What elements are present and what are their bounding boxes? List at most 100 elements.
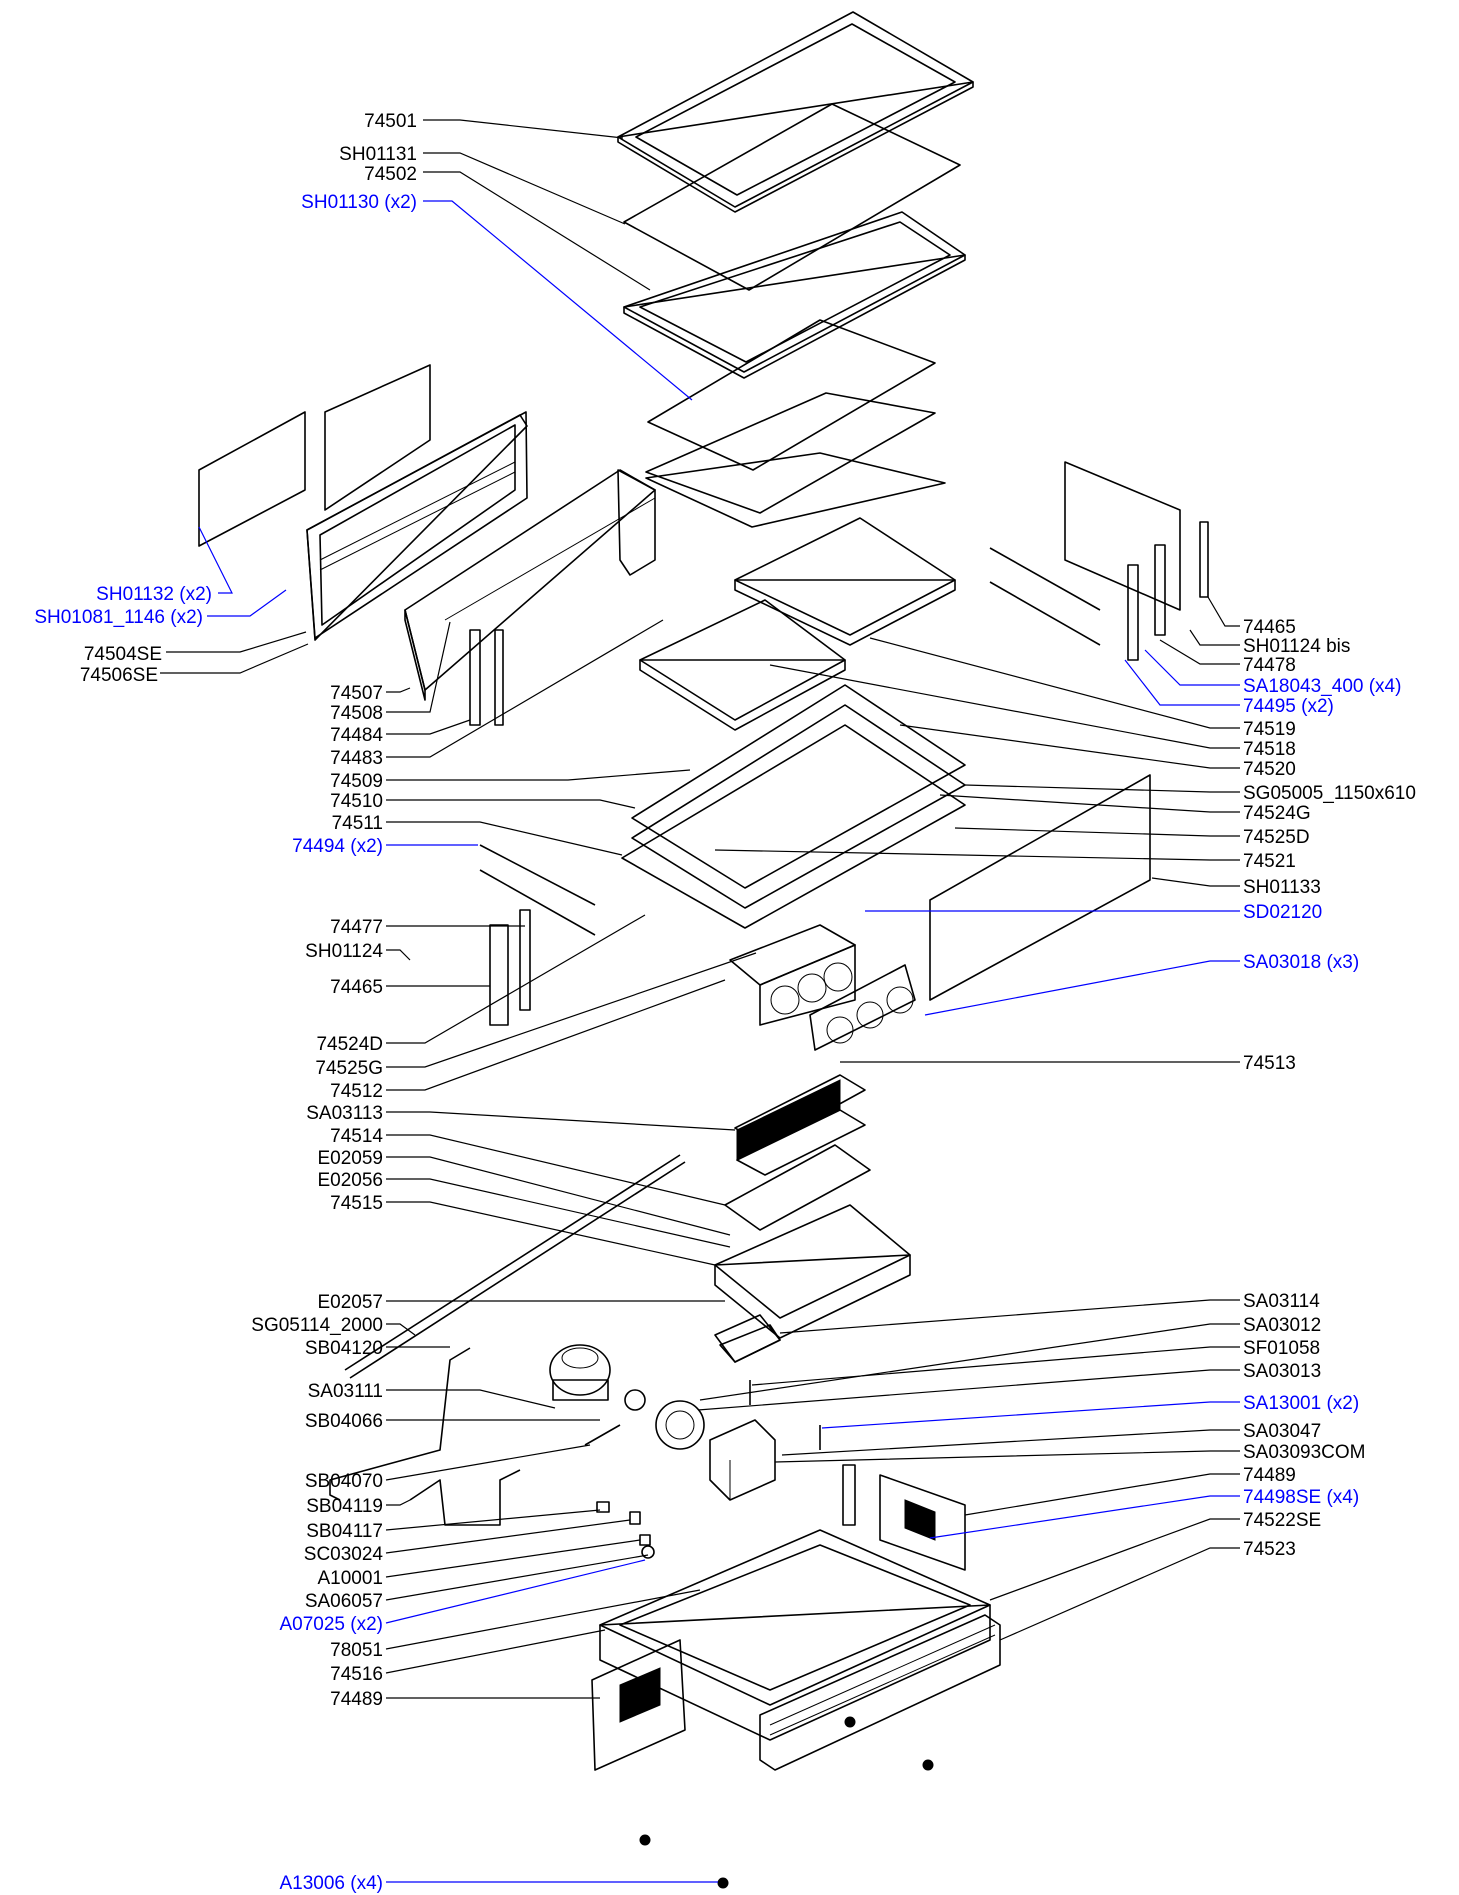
runner-SA18043-2 [989, 581, 1101, 646]
label-74465-right: 74465 [1243, 617, 1296, 638]
label-74514: 74514 [330, 1126, 383, 1147]
rear-wall-74507 [404, 469, 656, 701]
rail-74494-2 [479, 869, 596, 936]
control-box-SA03093COM [709, 1419, 776, 1501]
bracket-74495 [1127, 564, 1139, 661]
label-74483: 74483 [330, 748, 383, 769]
upright-74465-left [489, 924, 509, 1026]
side-glass-right [1064, 461, 1181, 611]
label-74512: 74512 [330, 1081, 383, 1102]
label-SG05114: SG05114_2000 [251, 1315, 383, 1336]
label-SA13001: SA13001 (x2) [1243, 1393, 1359, 1414]
label-SA03111: SA03111 [308, 1381, 383, 1402]
fan-motor-SB04066 [624, 1389, 705, 1450]
label-SA03013: SA03013 [1243, 1361, 1321, 1382]
part-labels: 74501 SH01131 74502 SH01130 (x2) SH01132… [34, 111, 1416, 1894]
drain-pipe-SG05114 [344, 1154, 681, 1371]
label-A10001: A10001 [317, 1568, 383, 1589]
glass-panel-SH01131 [623, 103, 961, 291]
bracket-74477 [519, 909, 531, 1011]
bowl-SA03012 [714, 1314, 781, 1363]
label-74523: 74523 [1243, 1539, 1296, 1560]
bracket-74498SE [842, 1464, 856, 1526]
part-SA06057 [641, 1545, 655, 1559]
label-74510: 74510 [330, 791, 383, 812]
label-SA03018: SA03018 (x3) [1243, 952, 1359, 973]
evaporator-SA03113 [734, 1074, 866, 1176]
label-74522SE: 74522SE [1243, 1510, 1321, 1531]
foot-2 [639, 1834, 651, 1846]
label-SA03047: SA03047 [1243, 1421, 1321, 1442]
upright-74465-right [1199, 521, 1209, 598]
label-SA03012: SA03012 [1243, 1315, 1321, 1336]
label-SH01124: SH01124 [305, 941, 383, 962]
pipe-SB04070 [584, 1424, 621, 1446]
insulation-panel-1 [647, 319, 936, 471]
label-SH01124bis: SH01124 bis [1243, 636, 1350, 657]
runner-SA18043-1 [989, 547, 1101, 611]
label-A07025: A07025 (x2) [279, 1614, 383, 1635]
pipe-SB04120 [329, 1347, 471, 1501]
frame-74510 [631, 704, 966, 909]
label-SA03093COM: SA03093COM [1243, 1442, 1366, 1463]
base-74516 [599, 1529, 991, 1741]
label-74489-right: 74489 [1243, 1465, 1296, 1486]
label-SG05005: SG05005_1150x610 [1243, 783, 1416, 804]
label-74525G: 74525G [315, 1058, 383, 1079]
label-74518: 74518 [1243, 739, 1296, 760]
label-74494: 74494 (x2) [292, 836, 383, 857]
shelf-74519 [734, 517, 956, 646]
insulation-panel-2 [645, 392, 936, 514]
bracket-74478 [1154, 544, 1166, 636]
pipe-SB04119 [409, 1469, 521, 1526]
label-SA03113: SA03113 [306, 1103, 383, 1124]
label-SF01058: SF01058 [1243, 1338, 1320, 1359]
label-74465-left: 74465 [330, 977, 383, 998]
frame-74509 [631, 684, 966, 889]
part-SB04117 [596, 1501, 610, 1513]
label-74504SE: 74504SE [84, 644, 162, 665]
label-74507: 74507 [330, 683, 383, 704]
label-E02057: E02057 [317, 1292, 383, 1313]
shelf-74518 [639, 599, 846, 731]
label-SA18043: SA18043_400 (x4) [1243, 676, 1401, 697]
label-SB04119: SB04119 [306, 1496, 383, 1517]
label-SB04117: SB04117 [306, 1521, 383, 1542]
label-74524G: 74524G [1243, 803, 1311, 824]
label-SH01081: SH01081_1146 (x2) [34, 607, 203, 628]
label-74477: 74477 [330, 917, 383, 938]
foot-3 [717, 1877, 729, 1889]
frame-74511 [621, 724, 966, 929]
label-74521: 74521 [1243, 851, 1296, 872]
label-74498SE: 74498SE (x4) [1243, 1487, 1359, 1508]
tray-74515 [714, 1204, 911, 1339]
label-74524D: 74524D [316, 1034, 383, 1055]
label-74520: 74520 [1243, 759, 1296, 780]
label-74489-left: 74489 [330, 1689, 383, 1710]
side-rail-74522SE [759, 1614, 1001, 1771]
label-78051: 78051 [330, 1640, 383, 1661]
foot-1 [922, 1759, 934, 1771]
bracket-74484 [469, 629, 481, 726]
label-74525D: 74525D [1243, 827, 1310, 848]
label-74513: 74513 [1243, 1053, 1296, 1074]
label-SA06057: SA06057 [305, 1591, 383, 1612]
rail-74494-1 [479, 844, 596, 906]
fan-plate-74513 [809, 964, 916, 1051]
tray-74514 [724, 1144, 871, 1231]
part-A10001 [639, 1534, 651, 1546]
side-glass-2 [324, 364, 431, 511]
part-SC03024 [629, 1511, 641, 1525]
compressor-SA03111 [549, 1344, 611, 1401]
label-SH01133: SH01133 [1243, 877, 1321, 898]
label-74508: 74508 [330, 703, 383, 724]
door-frame-74504SE [306, 411, 528, 641]
label-SD02120: SD02120 [1243, 902, 1322, 923]
label-74495: 74495 (x2) [1243, 696, 1334, 717]
label-74502: 74502 [364, 164, 417, 185]
leader-lines [160, 119, 1240, 1883]
label-SH01132: SH01132 (x2) [96, 584, 212, 605]
label-SB04066: SB04066 [305, 1411, 383, 1432]
label-74501: 74501 [364, 111, 417, 132]
